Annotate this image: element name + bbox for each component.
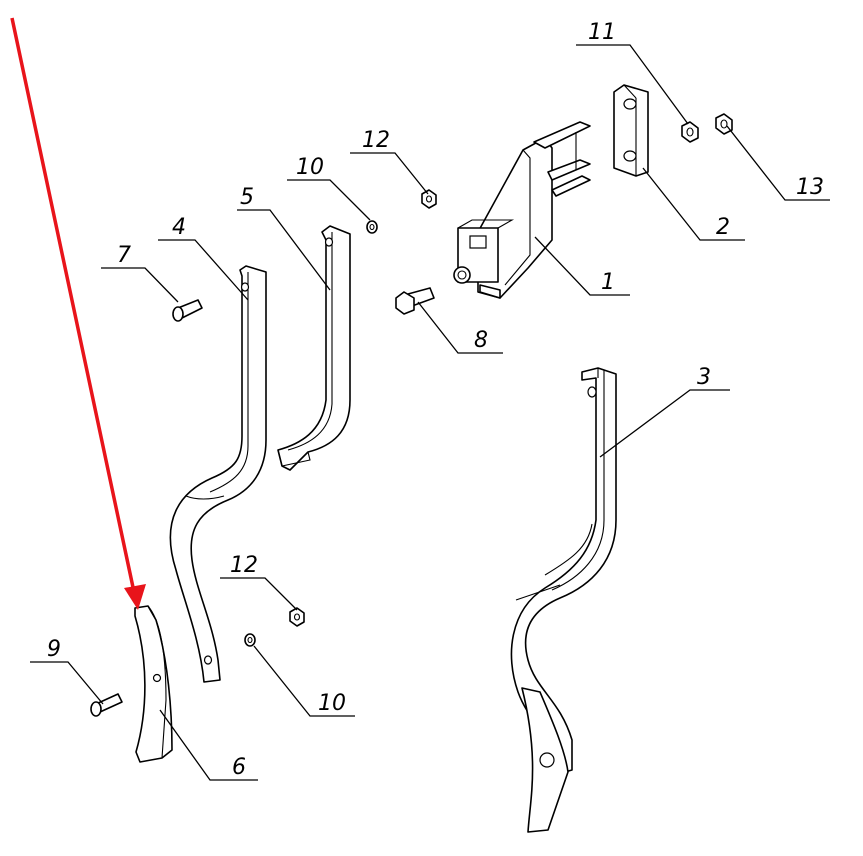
part-8-bolt [395,287,435,315]
leader-8 [417,301,503,354]
part-12-nut-upper [421,189,437,209]
callout-7: 7 [117,243,131,268]
leader-9 [30,661,104,705]
callout-12a: 12 [362,128,390,153]
highlight-arrow [10,17,146,610]
part-7-bolt [172,299,203,322]
callout-3: 3 [697,365,711,390]
part-10-washer-lower [244,633,256,647]
callout-13: 13 [796,175,824,200]
callout-1: 1 [601,270,615,295]
leader-1 [534,236,630,296]
callout-6: 6 [232,755,246,780]
callout-10a: 10 [296,155,324,180]
part-6-blade [134,605,173,763]
leader-4 [158,239,249,301]
leader-lines [30,44,830,781]
callout-12b: 12 [230,553,258,578]
part-13-nut [715,113,733,135]
leader-3 [599,389,730,458]
callout-10b: 10 [318,691,346,716]
part-9-pin [90,693,123,717]
part-4-tine [169,265,267,683]
highlight-arrowhead [124,584,146,610]
leader-12b [220,577,298,611]
leader-2 [642,167,745,241]
callout-11: 11 [588,20,616,45]
highlight-arrow-shaft [10,17,136,593]
part-3-tine-assembly [510,367,617,833]
leader-11 [576,44,689,125]
leader-5 [237,209,331,291]
callout-labels: 1 2 3 4 5 6 7 8 9 10 10 11 12 12 13 [47,20,824,780]
callout-4: 4 [172,215,186,240]
part-12-nut-lower [289,607,305,627]
leader-6 [159,709,258,781]
callout-9: 9 [47,637,61,662]
part-10-washer-upper [366,220,378,234]
part-1-bracket [453,121,591,299]
leader-10a [287,179,371,221]
part-11-nut [681,121,699,143]
part-5-tine [277,225,351,471]
leader-10b [253,645,355,717]
part-2-plate [613,84,649,177]
callout-5: 5 [240,185,254,210]
leader-13 [726,125,830,201]
leader-7 [101,267,179,303]
leader-12a [350,152,429,195]
callout-8: 8 [474,328,488,353]
callout-2: 2 [716,215,730,240]
